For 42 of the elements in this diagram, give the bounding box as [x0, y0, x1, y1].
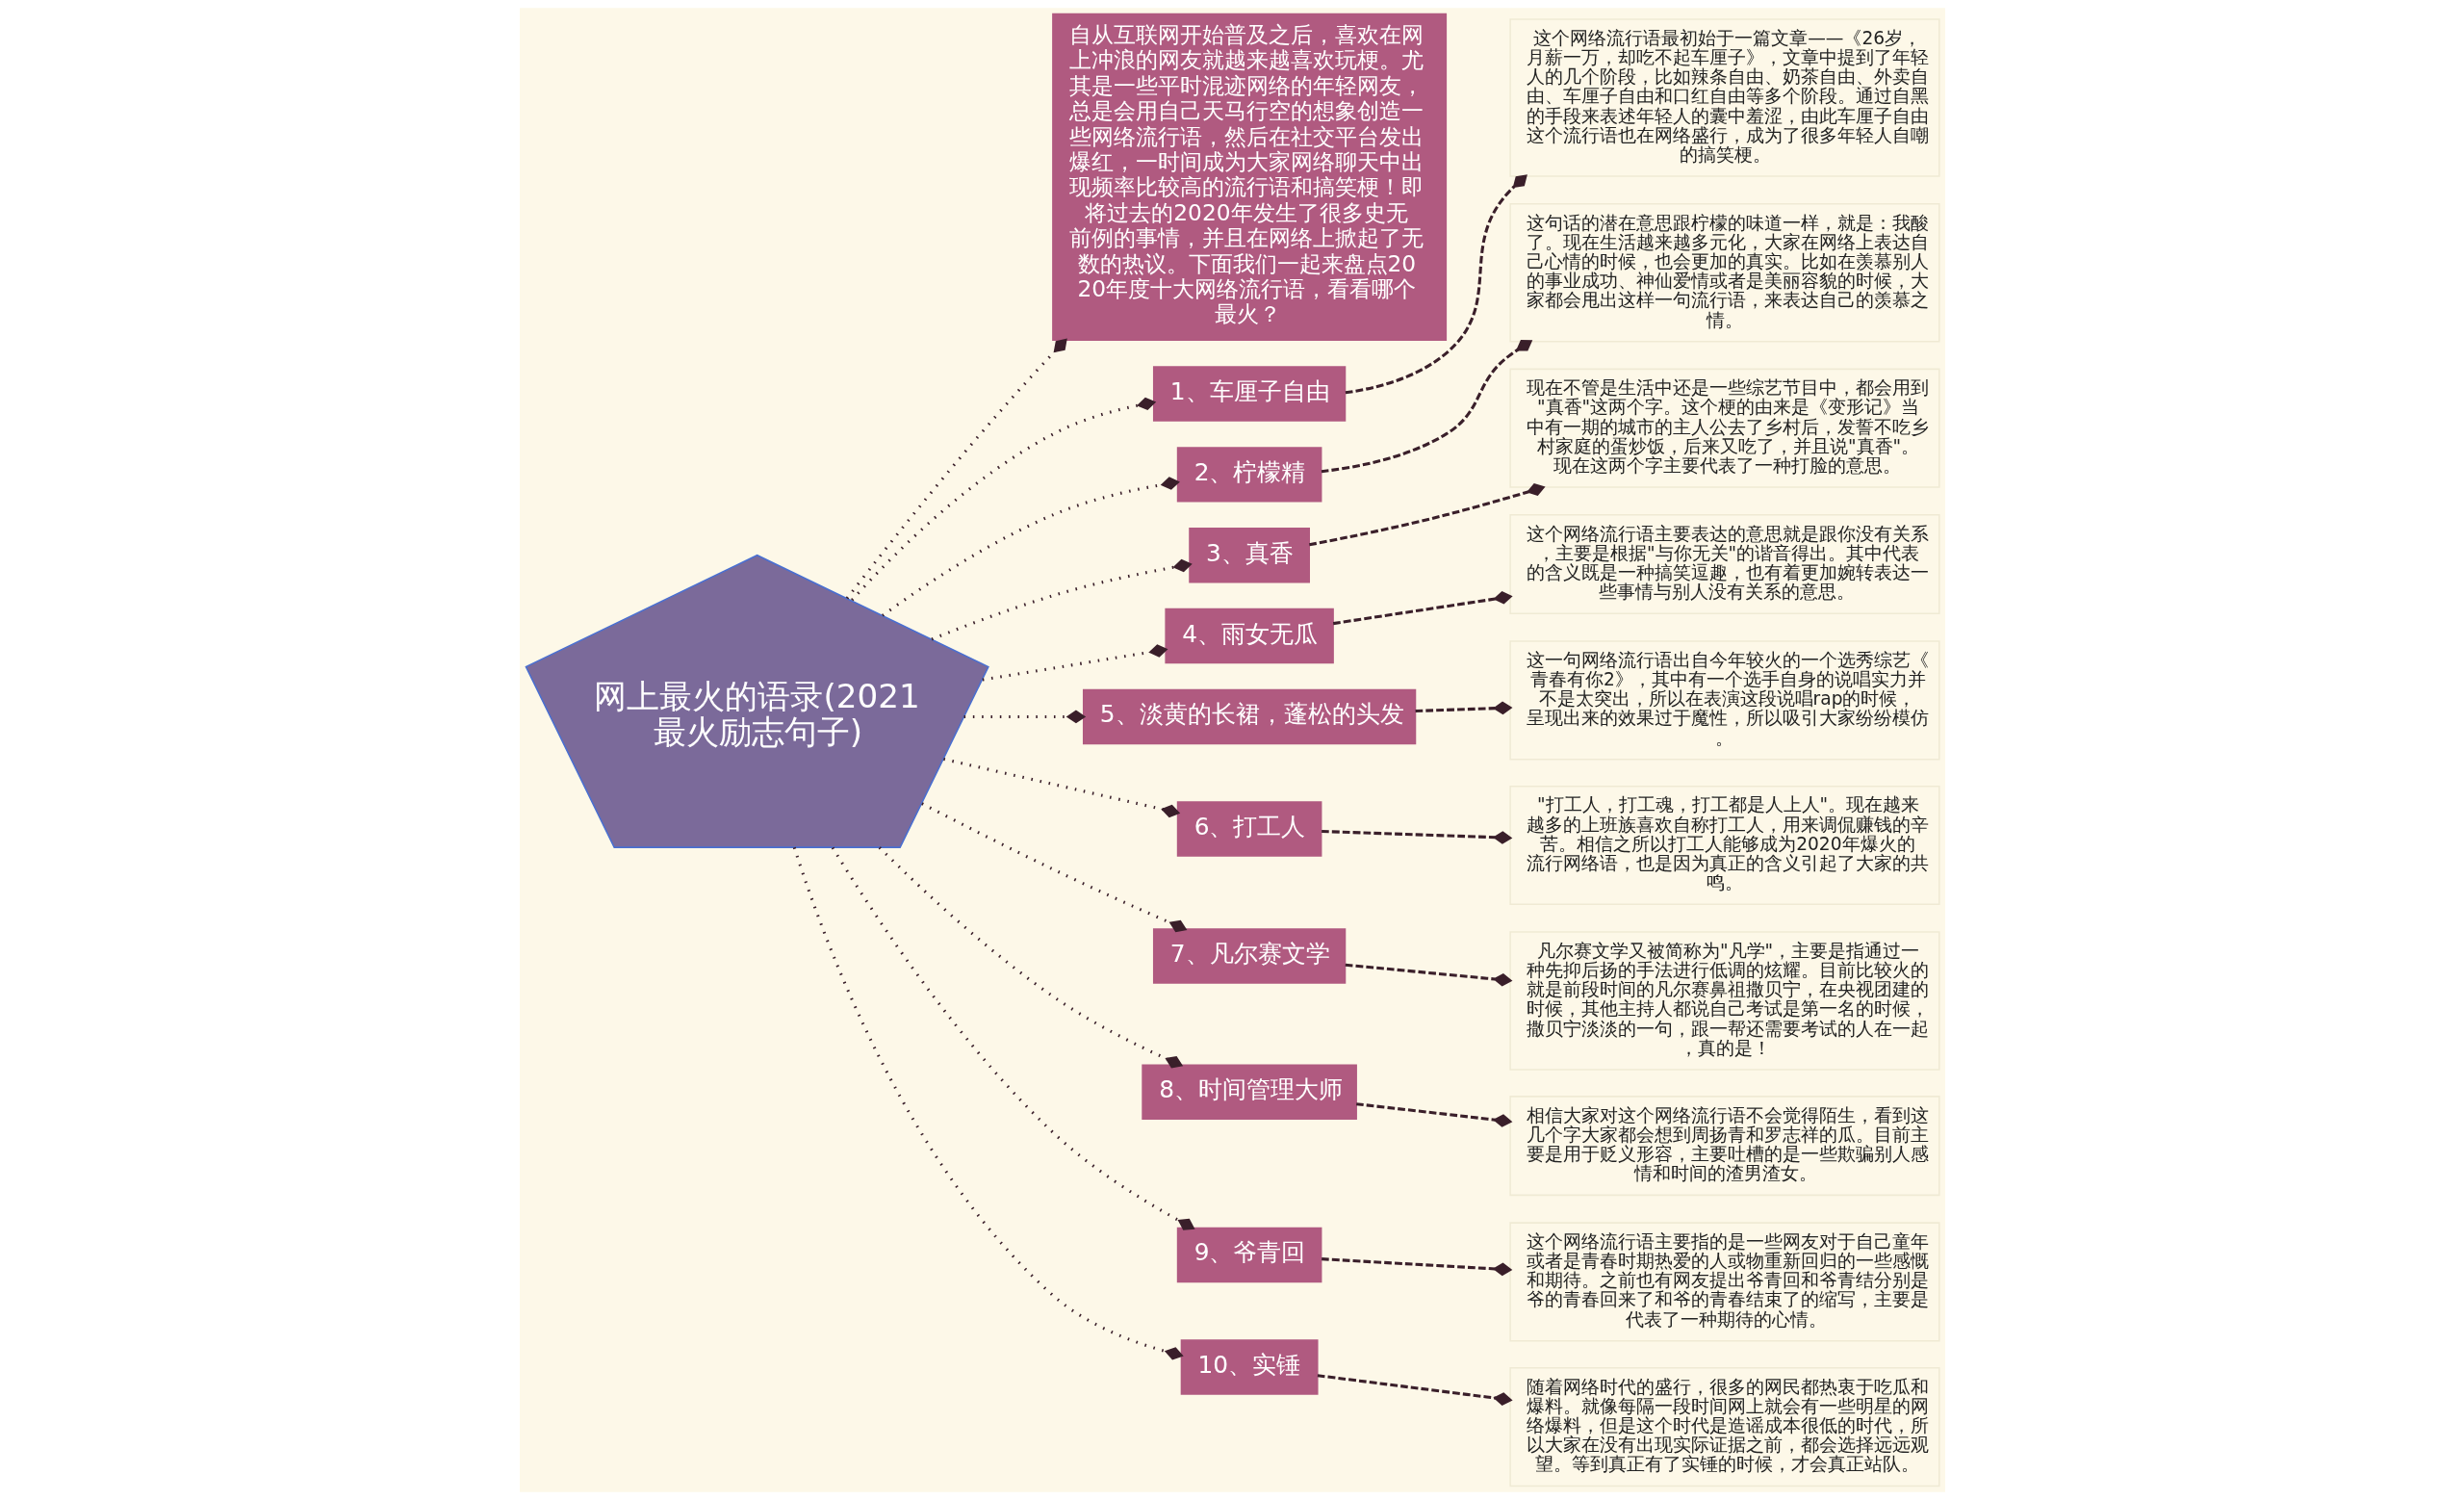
connector — [982, 644, 1168, 682]
node-box: 8、时间管理大师 — [1141, 1064, 1357, 1120]
connector — [1345, 963, 1512, 987]
node-box: 这个网络流行语主要指的是一些网友对于自己童年或者是青春时期热爱的人或物重新回归的一些感慨和期待。之前也有网友提出爷青回和爷青结分别是爷的青春回来了和爷的青春结束了的缩写，主要是代表了一种期待的心情。 — [1508, 1222, 1940, 1342]
node-box: 这一句网络流行语出自今年较火的一个选秀综艺《青春有你2》，其中有一个选手自身的说唱实力并不是太突出，所以在表演这段说唱rap的时候，呈现出来的效果过于魔性，所以吸引大家纷纷模仿。 — [1508, 640, 1940, 761]
connector — [831, 846, 1195, 1230]
node-box: 3、真香 — [1188, 528, 1310, 583]
connector — [963, 710, 1086, 724]
connector — [878, 846, 1183, 1069]
connector — [1317, 1374, 1513, 1406]
node-box: 6、打工人 — [1176, 801, 1322, 857]
node-box: 凡尔赛文学又被简称为"凡学"，主要是指通过一种先抑后扬的手法进行低调的炫耀。目前比较火的就是前段时间的凡尔赛鼻祖撒贝宁，在央视团建的时候，其他主持人都说自己考试是第一名的时候，撒贝宁淡淡的一句，跟一帮还需要考试的人在一起，真的是！ — [1508, 931, 1940, 1071]
connector — [1355, 1102, 1512, 1127]
node-box: 1、车厘子自由 — [1152, 366, 1346, 422]
node-box: 现在不管是生活中还是一些综艺节目中，都会用到"真香"这两个字。这个梗的由来是《变形记》当中有一期的城市的主人公去了乡村后，发誓不吃乡村家庭的蛋炒饭，后来又吃了，并且说"真香"。现在这两个字主要代表了一种打脸的意思。 — [1508, 368, 1940, 488]
node-box: 这个网络流行语最初始于一篇文章——《26岁，月薪一万，却吃不起车厘子》，文章中提到了年轻人的几个阶段，比如辣条自由、奶茶自由、外卖自由、车厘子自由和口红自由等多个阶段。通过自黑的手段来表述年轻人的囊中羞涩，由此车厘子自由这个流行语也在网络盛行，成为了很多年轻人自嘲的搞笑梗。 — [1508, 18, 1940, 177]
connector — [1345, 174, 1527, 395]
node-box: 自从互联网开始普及之后，喜欢在网上冲浪的网友就越来越喜欢玩梗。尤其是一些平时混迹网络的年轻网友，总是会用自己天马行空的想象创造一些网络流行语，然后在社交平台发出爆红，一时间成为大家网络聊天中出现频率比较高的流行语和搞笑梗！即将过去的2020年发生了很多史无前例的事情，并且在网络上掀起了无数的热议。下面我们一起来盘点2020年度十大网络流行语，看看哪个最火？ — [1051, 13, 1447, 341]
node-box: 随着网络时代的盛行，很多的网民都热衷于吃瓜和爆料。就像每隔一段时间网上就会有一些明星的网络爆料，但是这个时代是造谣成本很低的时代，所以大家在没有出现实际证据之前，都会选择远远观望。等到真正有了实锤的时候，才会真正站队。 — [1508, 1366, 1940, 1487]
connector — [942, 757, 1180, 818]
node-box: 10、实锤 — [1180, 1339, 1319, 1395]
node-box: 2、柠檬精 — [1176, 447, 1322, 503]
node-box: 这句话的潜在意思跟柠檬的味道一样，就是：我酸了。现在生活越来越多元化，大家在网络上表达自己心情的时候，也会更加的真实。比如在羡慕别人的事业成功、神仙爱情或者是美丽容貌的时候，大家都会甩出这样一句流行语，来表达自己的羡慕之情。 — [1508, 203, 1940, 343]
connector — [850, 397, 1156, 602]
connector — [881, 477, 1180, 617]
node-box: 这个网络流行语主要表达的意思就是跟你没有关系，主要是根据"与你无关"的谐音得出。其中代表的含义既是一种搞笑逗趣，也有着更加婉转表达一些事情与别人没有关系的意思。 — [1508, 514, 1940, 615]
connector — [1332, 591, 1513, 626]
node-box: 7、凡尔赛文学 — [1152, 928, 1346, 984]
node-box: 相信大家对这个网络流行语不会觉得陌生，看到这几个字大家都会想到周扬青和罗志祥的瓜。目前主要是用于贬义形容，主要吐槽的是一些欺骗别人感情和时间的渣男渣女。 — [1508, 1096, 1940, 1197]
node-box: 9、爷青回 — [1176, 1227, 1322, 1283]
connector — [1308, 482, 1546, 547]
connector — [1321, 829, 1512, 844]
connector — [920, 802, 1187, 933]
connector — [1415, 701, 1512, 715]
connector — [930, 558, 1193, 641]
node-box: 4、雨女无瓜 — [1164, 608, 1334, 664]
connector — [1321, 1257, 1512, 1277]
node-box: "打工人，打工魂，打工都是人上人"。现在越来越多的上班族喜欢自称打工人，用来调侃赚钱的辛苦。相信之所以打工人能够成为2020年爆火的流行网络语，也是因为真正的含义引起了大家的共鸣。 — [1508, 785, 1940, 906]
connector — [845, 338, 1067, 600]
connector — [792, 846, 1184, 1360]
connector — [1321, 340, 1532, 474]
node-box: 5、淡黄的长裙，蓬松的头发 — [1082, 688, 1416, 745]
